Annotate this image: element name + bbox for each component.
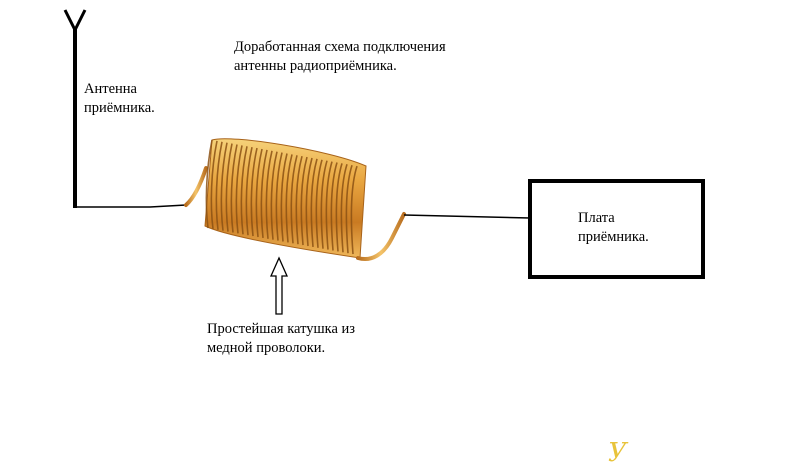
antenna-label-line-2: приёмника. [84,100,155,116]
coil-turn [285,154,293,243]
coil-turn [310,158,318,247]
coil-turn [305,157,313,247]
coil-turn [235,145,243,234]
coil-turn [290,155,298,244]
title-line-1: Доработанная схема подключения [234,39,446,55]
coil-turn [210,140,218,230]
coil-turn [260,149,268,238]
coil-turn [265,150,273,239]
antenna-label: Антенна приёмника. [84,80,155,118]
coil-turn [240,146,248,235]
coil-turn [275,152,283,241]
diagram-title: Доработанная схема подключения антенны р… [234,38,446,76]
coil-turn [295,155,303,245]
watermark-logo: У [608,438,627,468]
receiver-board-box [528,179,705,279]
coil-turn [245,147,253,236]
board-label-line-2: приёмника. [578,229,649,245]
antenna-icon [63,9,87,208]
up-arrow-icon [269,256,289,315]
coil-turn [280,153,288,242]
coil-turn [230,144,238,233]
coil-turn [220,142,228,231]
coil-turn [330,162,338,251]
coil-turn [345,164,353,254]
coil-turn [325,161,333,250]
coil-turn [215,141,223,230]
board-label-line-1: Плата [578,210,615,226]
coil-label-line-1: Простейшая катушка из [207,321,356,337]
coil-turn [315,159,323,248]
coil-turn [250,147,258,237]
antenna-label-line-1: Антенна [84,81,137,97]
copper-coil-icon [184,138,406,261]
coil-turn [350,165,358,255]
antenna-wire [75,204,187,208]
board-wire [403,214,531,219]
coil-label-line-2: медной проволоки. [207,340,326,356]
coil-turn [335,163,343,252]
coil-turn [340,164,348,253]
coil-turn [320,160,328,249]
coil-turn [225,143,233,232]
coil-turn [300,156,308,246]
coil-turn [205,139,213,229]
coil-turn [270,151,278,240]
receiver-board-label: Плата приёмника. [578,209,649,247]
title-line-2: антенны радиоприёмника. [234,58,397,74]
coil-turn [255,148,263,238]
coil-label: Простейшая катушка из медной проволоки. [207,320,355,358]
